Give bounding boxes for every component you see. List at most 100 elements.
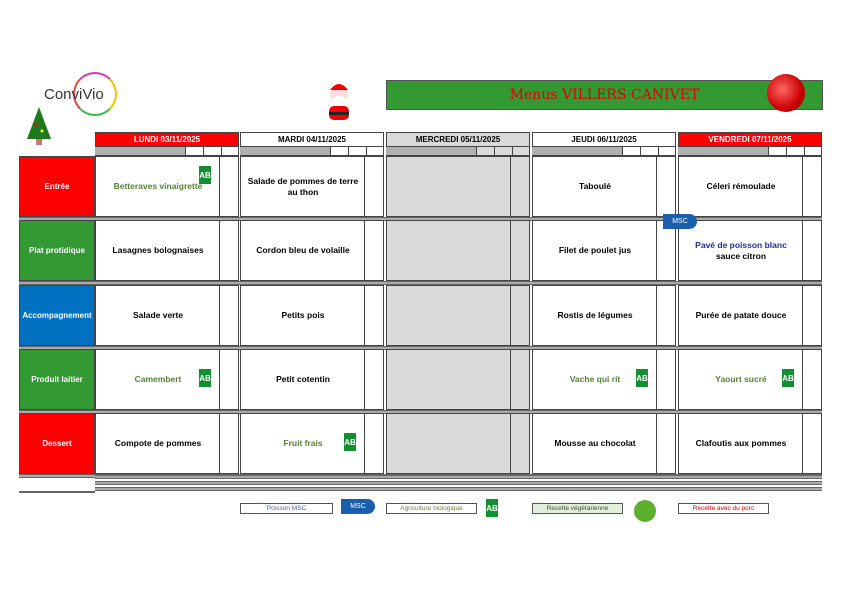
cell-side-column [364, 221, 383, 280]
dish-name [387, 221, 511, 280]
dish-name: Cordon bleu de volaille [241, 221, 365, 280]
dish-text: Purée de patate douce [695, 310, 787, 320]
cell-side-column [656, 414, 675, 473]
legend-item: Recette avec du porc [678, 503, 769, 514]
organic-ab-icon: AB [199, 166, 211, 184]
dish-name: Yaourt sucré [679, 350, 803, 409]
menu-cell: Taboulé [532, 156, 676, 217]
cell-side-column [219, 286, 238, 345]
legend-item: Agriculture biologique [386, 503, 477, 514]
organic-ab-icon: AB [199, 369, 211, 387]
dish-text: Filet de poulet jus [558, 245, 632, 255]
dish-name [387, 157, 511, 216]
day-subrow [95, 147, 239, 156]
menu-cell: Petits pois [240, 285, 384, 346]
menu-cell: Céleri rémoulade [678, 156, 822, 217]
cell-side-column [656, 350, 675, 409]
day-subrow [678, 147, 822, 156]
cell-side-column [219, 157, 238, 216]
menu-cell: Filet de poulet jus [532, 220, 676, 281]
organic-ab-icon: AB [782, 369, 794, 387]
page-title: Menus VILLERS CANIVET [386, 80, 823, 110]
cell-side-column [656, 157, 675, 216]
row-label: Plat protidique [19, 220, 95, 281]
dish-name: Purée de patate douce [679, 286, 803, 345]
menu-cell [386, 349, 530, 410]
santa-icon [318, 78, 360, 126]
day-header: MERCREDI 05/11/2025 [386, 132, 530, 147]
row-label: Produit laitier [19, 349, 95, 410]
menu-cell [386, 220, 530, 281]
christmas-tree-icon [24, 105, 54, 147]
vegetarian-leaf-icon [634, 500, 656, 522]
organic-ab-icon: AB [344, 433, 356, 451]
dish-name: Petits pois [241, 286, 365, 345]
msc-logo-icon: MSC [341, 499, 375, 514]
dish-text: Rostis de légumes [557, 310, 633, 320]
organic-ab-icon: AB [636, 369, 648, 387]
menu-cell: Betteraves vinaigrette [95, 156, 239, 217]
day-subrow [240, 147, 384, 156]
dish-text: Taboulé [579, 181, 611, 191]
menu-cell [386, 413, 530, 474]
cell-side-column [510, 286, 529, 345]
cell-side-column [656, 221, 675, 280]
organic-ab-logo-icon: AB [486, 499, 498, 517]
cell-side-column [802, 221, 821, 280]
menu-cell [386, 156, 530, 217]
dish-text: Yaourt sucré [715, 374, 767, 384]
menu-cell: Petit cotentin [240, 349, 384, 410]
day-header: JEUDI 06/11/2025 [532, 132, 676, 147]
dish-name: Taboulé [533, 157, 657, 216]
cell-side-column [510, 157, 529, 216]
cell-side-column [219, 350, 238, 409]
cell-side-column [219, 414, 238, 473]
dish-name: Mousse au chocolat [533, 414, 657, 473]
dish-text: Compote de pommes [114, 438, 202, 448]
dish-text: Mousse au chocolat [554, 438, 636, 448]
day-header: VENDREDI 07/11/2025 [678, 132, 822, 147]
dish-name: Salade verte [96, 286, 220, 345]
menu-cell: Salade de pommes de terre au thon [240, 156, 384, 217]
dish-name: Salade de pommes de terre au thon [241, 157, 365, 216]
dish-name: Betteraves vinaigrette [96, 157, 220, 216]
cell-side-column [656, 286, 675, 345]
dish-text-2: sauce citron [715, 250, 767, 261]
dish-name: Céleri rémoulade [679, 157, 803, 216]
dish-text: Petits pois [281, 310, 325, 320]
menu-cell: Cordon bleu de volaille [240, 220, 384, 281]
cell-side-column [510, 221, 529, 280]
legend-item: Poisson MSC [240, 503, 333, 514]
dish-text: Clafoutis aux pommes [695, 438, 787, 448]
dish-name: Petit cotentin [241, 350, 365, 409]
dish-text: Salade de pommes de terre au thon [247, 175, 359, 197]
cell-side-column [802, 157, 821, 216]
dish-text: Petit cotentin [276, 374, 330, 384]
cell-side-column [219, 221, 238, 280]
menu-cell: Yaourt sucré [678, 349, 822, 410]
dish-name [387, 286, 511, 345]
dish-name: Clafoutis aux pommes [679, 414, 803, 473]
menu-cell: Rostis de légumes [532, 285, 676, 346]
dish-text: Pavé de poisson blanc [695, 239, 787, 250]
msc-fish-icon: MSC [663, 214, 697, 229]
dish-text: Fruit frais [283, 438, 323, 448]
row-separator [19, 281, 822, 285]
menu-cell [386, 285, 530, 346]
row-label: Accompagnement [19, 285, 95, 346]
cell-side-column [364, 414, 383, 473]
christmas-bauble-icon [767, 74, 805, 112]
day-subrow [386, 147, 530, 156]
cell-side-column [364, 286, 383, 345]
cell-side-column [510, 414, 529, 473]
logo-text: ConviVio [44, 86, 104, 103]
menu-cell: Camembert [95, 349, 239, 410]
menu-cell: Fruit frais [240, 413, 384, 474]
dish-text: Lasagnes bolognaises [112, 245, 204, 255]
cell-side-column [364, 350, 383, 409]
bottom-bar [95, 481, 822, 485]
menu-cell: Purée de patate douce [678, 285, 822, 346]
row-label: Dessert [19, 413, 95, 474]
day-header: LUNDI 03/11/2025 [95, 132, 239, 147]
